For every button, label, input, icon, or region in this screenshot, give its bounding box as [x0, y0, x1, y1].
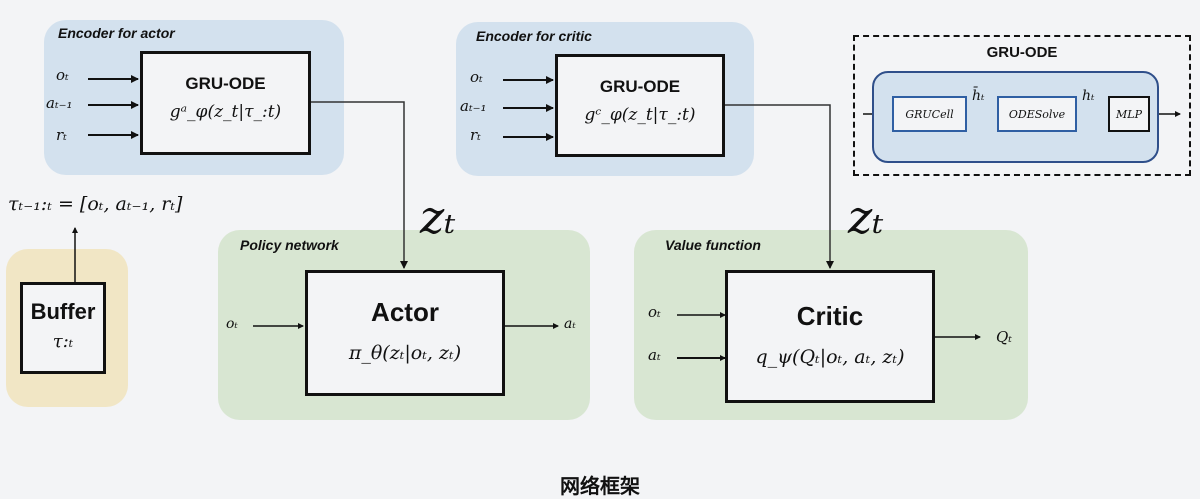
- critic-output-q: Qₜ: [996, 328, 1012, 346]
- actor-box: Actor π_θ(zₜ|oₜ, zₜ): [305, 270, 505, 396]
- critic-title: Critic: [796, 301, 864, 331]
- actor-enc-input-r: rₜ: [56, 126, 67, 144]
- critic-encoder-title: GRU-ODE: [599, 77, 681, 96]
- buffer-title: Buffer: [30, 299, 96, 324]
- critic-box: Critic q_ψ(Qₜ|oₜ, aₜ, zₜ): [725, 270, 935, 403]
- gru-ode-detail-title: GRU-ODE: [986, 44, 1058, 61]
- critic-input-a: aₜ: [648, 346, 661, 364]
- h-bar-label: h̄ₜ: [972, 88, 985, 104]
- critic-input-o: oₜ: [648, 303, 661, 321]
- encoder-actor-label: Encoder for actor: [58, 25, 175, 41]
- actor-encoder-formula: gᵃ_φ(z_t|τ_:t): [169, 102, 282, 122]
- encoder-critic-label: Encoder for critic: [476, 28, 592, 44]
- h-label: hₜ: [1082, 88, 1095, 104]
- ode-solve-block: ODESolve: [997, 96, 1077, 132]
- figure-caption: 网络框架: [560, 476, 640, 498]
- critic-enc-input-a: aₜ₋₁: [460, 97, 487, 115]
- trajectory-formula: τₜ₋₁:ₜ = [oₜ, aₜ₋₁, rₜ]: [8, 193, 183, 215]
- gru-cell-block: GRUCell: [892, 96, 967, 132]
- latent-z-critic: zₜ: [848, 190, 884, 244]
- mlp-block: MLP: [1108, 96, 1150, 132]
- actor-encoder-title: GRU-ODE: [185, 74, 266, 93]
- actor-formula: π_θ(zₜ|oₜ, zₜ): [348, 342, 462, 364]
- buffer-box: Buffer τ:ₜ: [20, 282, 106, 374]
- wire-critic-enc-to-critic: [724, 104, 834, 269]
- critic-formula: q_ψ(Qₜ|oₜ, aₜ, zₜ): [755, 346, 905, 368]
- actor-enc-input-o: oₜ: [56, 66, 69, 84]
- actor-enc-input-a: aₜ₋₁: [46, 94, 73, 112]
- actor-output-a: aₜ: [564, 316, 576, 332]
- actor-title: Actor: [371, 297, 439, 327]
- gru-ode-detail-frame: [853, 35, 1191, 176]
- wire-actor-enc-to-actor: [310, 101, 408, 269]
- actor-encoder-box: GRU-ODE gᵃ_φ(z_t|τ_:t): [140, 51, 311, 155]
- critic-enc-input-o: oₜ: [470, 68, 483, 86]
- critic-encoder-formula: gᶜ_φ(z_t|τ_:t): [584, 105, 696, 125]
- critic-encoder-box: GRU-ODE gᶜ_φ(z_t|τ_:t): [555, 54, 725, 157]
- critic-enc-input-r: rₜ: [470, 126, 481, 144]
- latent-z-actor: zₜ: [420, 190, 456, 244]
- policy-network-label: Policy network: [240, 237, 339, 253]
- value-function-label: Value function: [665, 237, 761, 253]
- buffer-formula: τ:ₜ: [52, 331, 74, 352]
- actor-input-o: oₜ: [226, 316, 238, 332]
